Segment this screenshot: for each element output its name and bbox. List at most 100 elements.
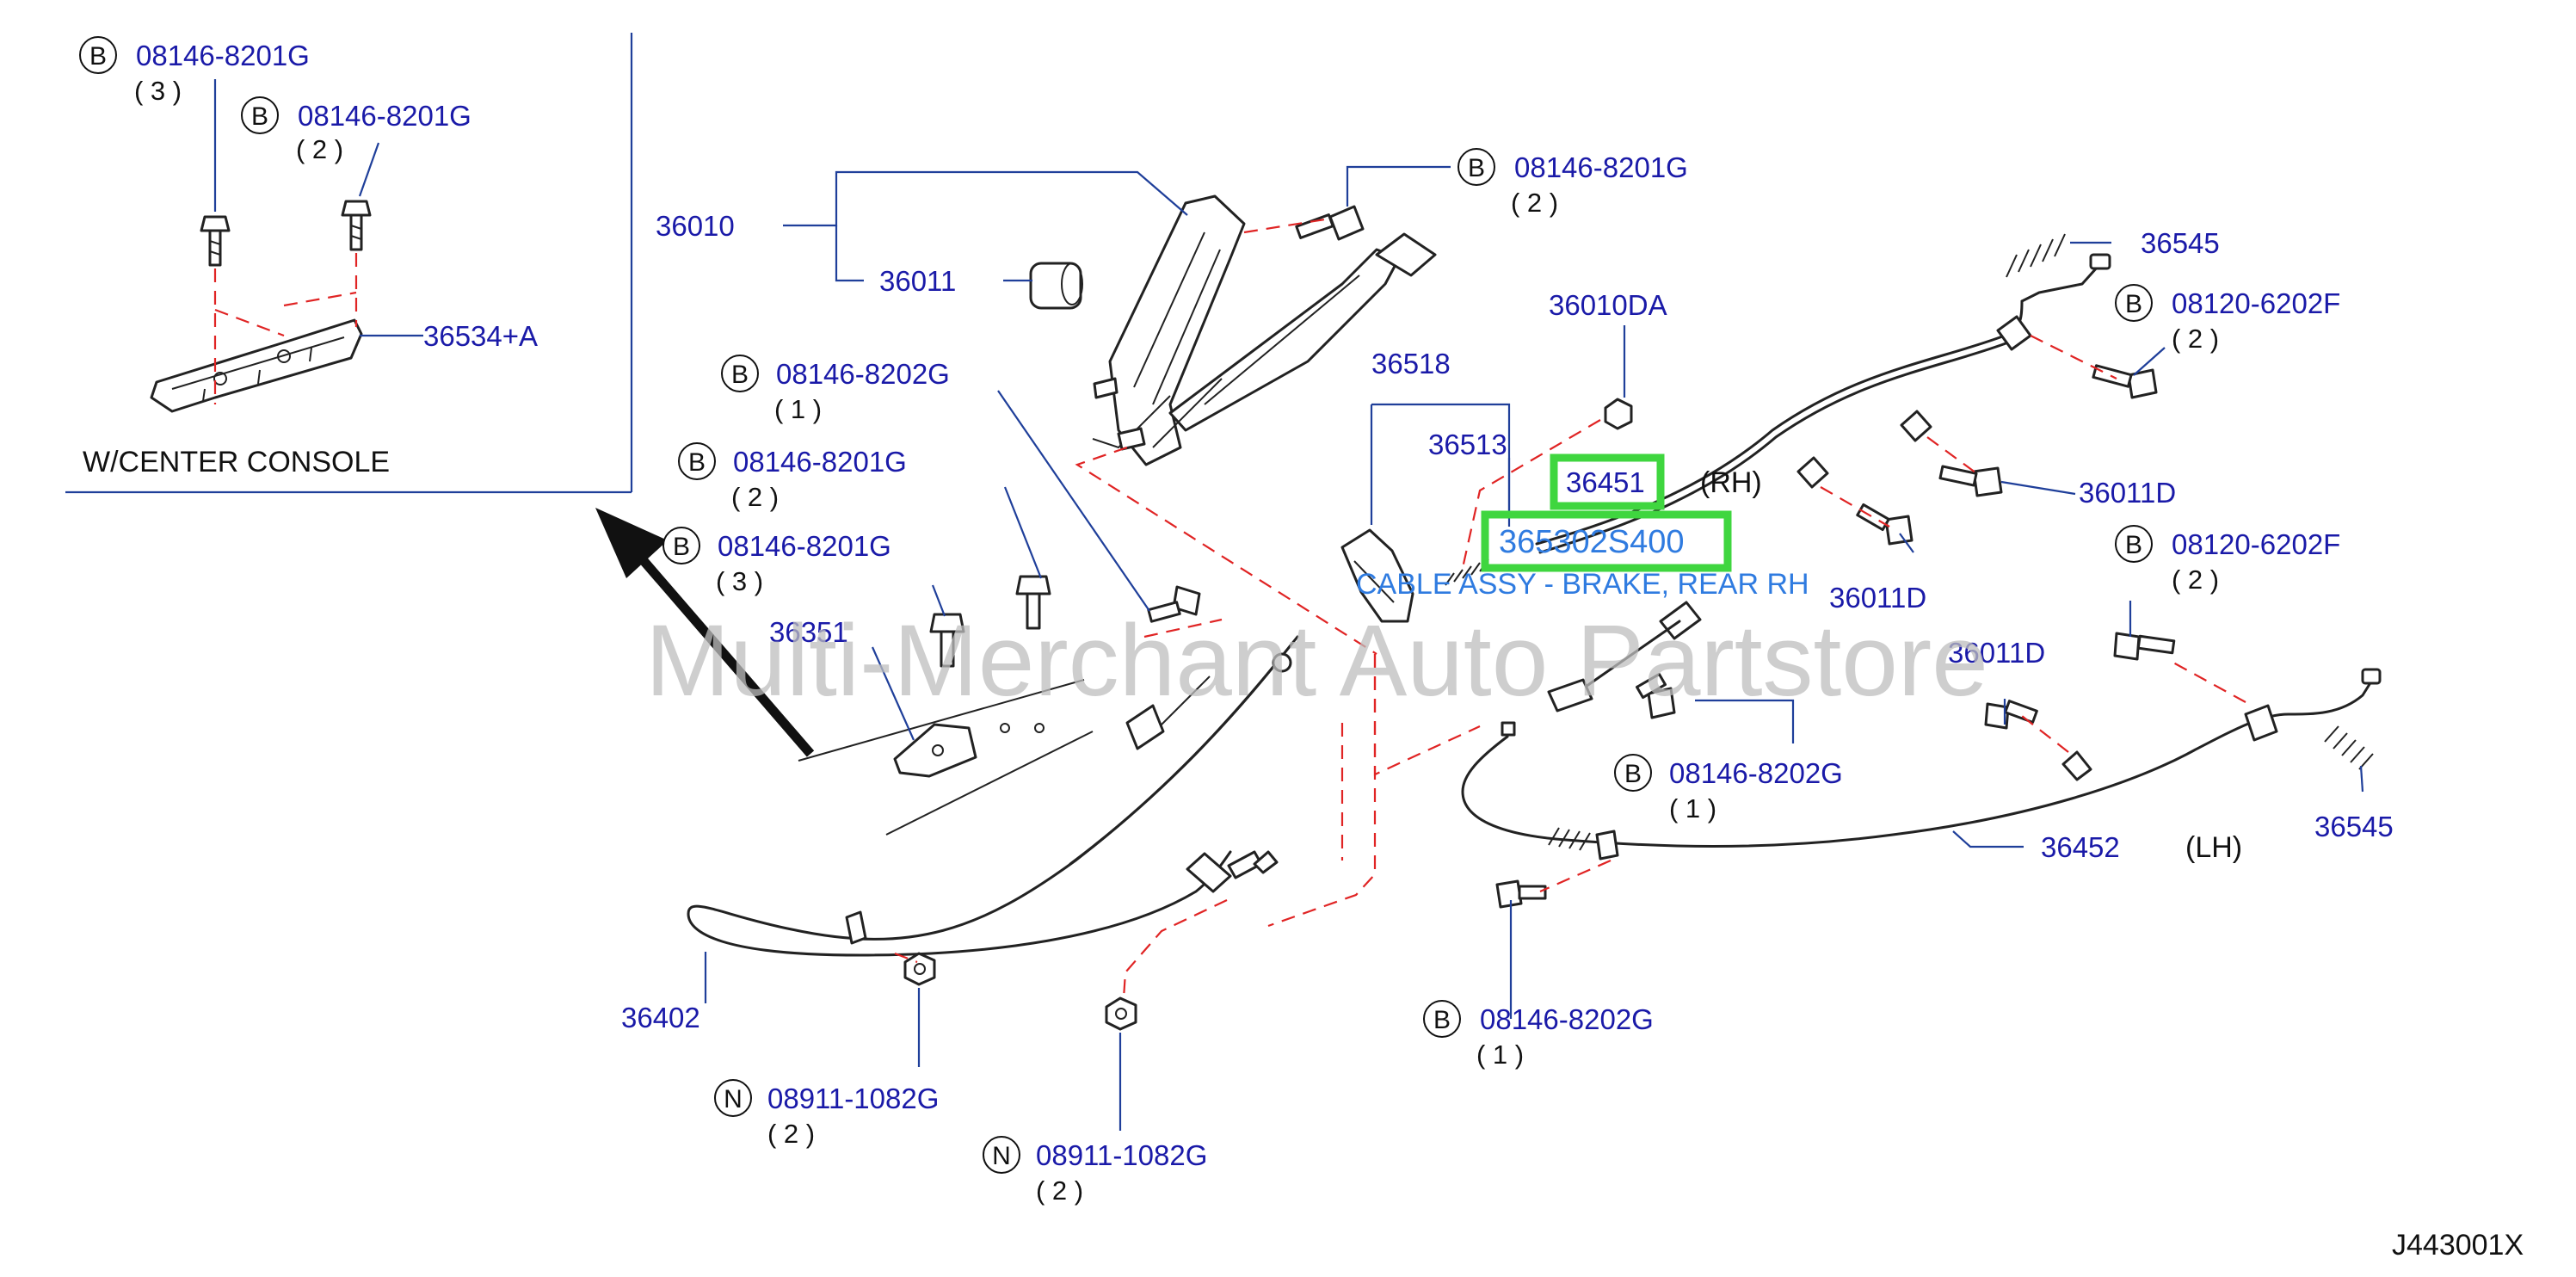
callout-letter: B (1433, 1006, 1451, 1034)
console-bracket-hole (213, 372, 227, 386)
callout-letter-badge (2115, 525, 2153, 563)
bolt-icon (1495, 879, 1547, 909)
pedal-bushing-icon (1029, 262, 1083, 310)
part-number: 08146-8201G (1514, 151, 1688, 183)
callout-letter-badge (714, 1079, 752, 1117)
callout-letter-badge (1423, 1000, 1461, 1038)
part-number: 36011 (879, 265, 956, 297)
equalizer-36518-drawing (1340, 528, 1414, 623)
part-number: 08146-8201G (718, 530, 891, 562)
assembly-lines (894, 218, 2246, 999)
front-brake-cable (687, 635, 1299, 957)
floor-outline (798, 679, 1094, 836)
quantity: ( 2 ) (296, 134, 343, 164)
assembly-line (283, 291, 357, 307)
parking-brake-pedal-assembly (1092, 194, 1437, 466)
bolt-icon (1015, 575, 1051, 630)
bolt-icon (2092, 364, 2158, 399)
side-label-rh: (RH) (1700, 466, 1762, 499)
highlight-box-365302S400[interactable] (1481, 510, 1732, 572)
part-number-36451[interactable]: 36451 (1566, 466, 1645, 498)
rear-brake-cable-lh (1461, 668, 2382, 861)
quantity: ( 2 ) (2172, 324, 2219, 354)
console-bracket-detail (171, 336, 345, 402)
callout-letter: B (2125, 531, 2142, 559)
part-number: 36513 (1428, 429, 1507, 460)
part-description: CABLE ASSY - BRAKE, REAR RH (1356, 568, 1809, 601)
part-number: 08146-8202G (1480, 1003, 1654, 1035)
part-number: 36545 (2314, 811, 2394, 842)
part-number: 36402 (621, 1002, 700, 1033)
mount-hole (1000, 723, 1010, 733)
nut-icon (903, 952, 936, 986)
quantity: ( 1 ) (1476, 1039, 1524, 1070)
highlight-box-36451[interactable] (1550, 453, 1665, 510)
highlighted-part[interactable]: 36451 (RH) 365302S400 CABLE ASSY - BRAKE… (1356, 453, 1809, 601)
quantity: ( 3 ) (134, 76, 182, 106)
callout-letter: B (731, 361, 749, 389)
highlighted-part-number[interactable]: 365302S400 (1499, 524, 1685, 560)
callout-letter-badge (1614, 754, 1652, 792)
quantity: ( 3 ) (716, 566, 763, 596)
nut-icon (1604, 398, 1633, 430)
part-number: 36452 (2041, 831, 2120, 863)
callout-letter: N (992, 1142, 1011, 1170)
callout-letter: N (724, 1085, 743, 1114)
part-number: 36518 (1371, 348, 1451, 379)
quantity: ( 2 ) (1036, 1175, 1083, 1206)
nut-icon (1105, 996, 1137, 1031)
callout-letter-badge (2115, 284, 2153, 322)
mount-hole (1034, 723, 1045, 733)
part-number: 08120-6202F (2172, 287, 2340, 319)
part-number: 08146-8202G (1669, 757, 1843, 789)
watermark: Multi-Merchant Auto Partstore (645, 604, 1988, 718)
arrow-up-left-icon (595, 508, 815, 757)
bolt-icon (200, 215, 231, 267)
callout-letter-badge (662, 527, 700, 564)
center-console-inset: B 08146-8201G ( 3 ) B 08146-8201G ( 2 ) … (65, 33, 633, 494)
callout-letter-badge (241, 96, 279, 134)
side-label-lh: (LH) (2185, 831, 2242, 864)
callout-letter-badge (983, 1136, 1020, 1174)
part-number: 08146-8201G (733, 446, 907, 478)
callout-letter: B (673, 533, 690, 561)
quantity: ( 2 ) (731, 482, 779, 512)
callout-letter: B (251, 102, 268, 131)
leader-line (358, 142, 380, 197)
part-number: 36010 (656, 210, 735, 242)
callout-letter-badge (678, 442, 716, 480)
part-number: 36010DA (1549, 289, 1667, 321)
callout-letter: B (1468, 154, 1485, 182)
console-bracket-hole (277, 349, 291, 363)
callout-letter: B (89, 42, 107, 71)
part-number: 08911-1082G (767, 1083, 939, 1114)
part-number: 36011D (2079, 477, 2176, 509)
part-number: 36545 (2141, 227, 2220, 259)
leader-lines (704, 165, 2364, 1131)
part-number: 08146-8201G (298, 100, 471, 132)
bolt-icon (1636, 672, 1676, 719)
diagram-code: J443001X (2392, 1229, 2524, 1262)
bolt-icon (2113, 632, 2176, 661)
quantity: ( 2 ) (1511, 188, 1558, 218)
bolt-icon (929, 613, 965, 668)
quantity: ( 1 ) (774, 394, 822, 424)
spring-icon (2006, 233, 2066, 278)
bolt-icon (1295, 205, 1365, 241)
part-number: 36011D (1948, 637, 2045, 669)
part-number: 36351 (769, 616, 848, 648)
callout-letter: B (2125, 290, 2142, 318)
callout-letter-badge (721, 355, 759, 392)
inset-caption: W/CENTER CONSOLE (83, 446, 390, 478)
callout-letter-badge (79, 36, 117, 74)
bolt-icon (1984, 700, 2038, 730)
part-number: 36011D (1829, 582, 1926, 614)
bolt-icon (1938, 465, 2003, 497)
bolt-icon (341, 200, 372, 251)
part-number: 08120-6202F (2172, 528, 2340, 560)
part-number: 08911-1082G (1036, 1139, 1207, 1171)
part-number: 08146-8202G (776, 358, 950, 390)
spring-icon (2324, 725, 2374, 770)
bracket-plate-36351-drawing (893, 723, 977, 778)
